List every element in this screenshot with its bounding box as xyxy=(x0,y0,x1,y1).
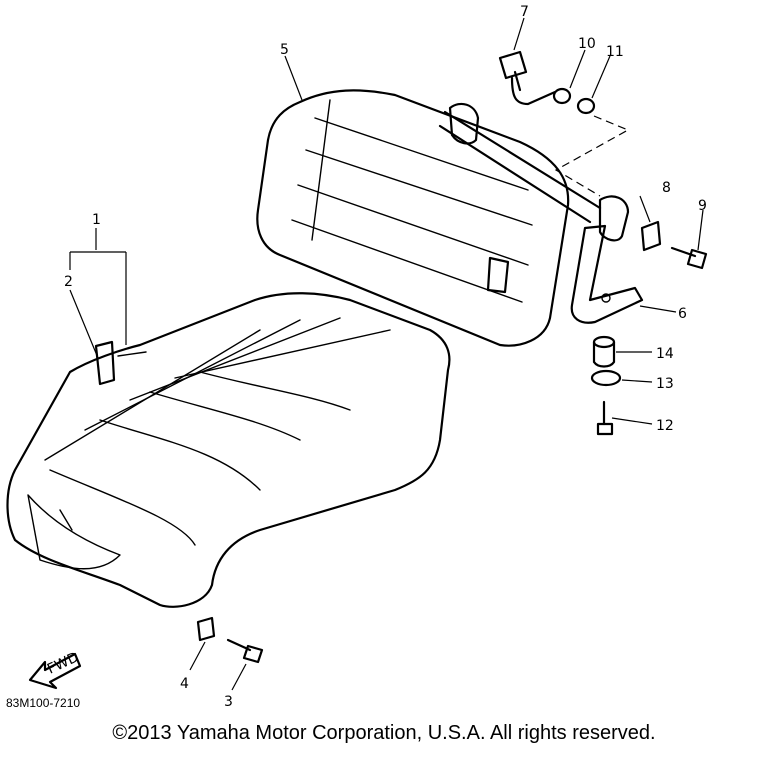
bolt-part-7 xyxy=(498,50,557,106)
spacer-part-4 xyxy=(196,616,216,642)
callout-9: 9 xyxy=(698,198,707,214)
forward-arrow-icon: FWD xyxy=(28,649,81,690)
callout-11: 11 xyxy=(606,44,624,60)
callout-2: 2 xyxy=(64,274,73,290)
bolt-part-12 xyxy=(596,400,614,436)
washer-part-13 xyxy=(590,369,622,387)
callout-4: 4 xyxy=(180,676,189,692)
copyright-notice: ©2013 Yamaha Motor Corporation, U.S.A. A… xyxy=(112,722,656,744)
callout-14: 14 xyxy=(656,346,674,362)
callout-10: 10 xyxy=(578,36,596,52)
callout-3: 3 xyxy=(224,694,233,710)
callout-12: 12 xyxy=(656,418,674,434)
callout-1: 1 xyxy=(92,212,101,228)
seat-part xyxy=(6,292,451,608)
callout-labels: 1 2 3 4 5 6 7 8 9 10 11 12 13 14 xyxy=(64,4,707,710)
backrest-part xyxy=(256,89,570,347)
callout-6: 6 xyxy=(678,306,687,322)
washer-part-11 xyxy=(576,97,596,115)
bolt-part-3 xyxy=(226,638,264,664)
callout-8: 8 xyxy=(662,180,671,196)
callout-7: 7 xyxy=(520,4,529,20)
leader-lines xyxy=(69,17,704,691)
diagram-code: 83M100-7210 xyxy=(6,696,81,710)
clip-part-8 xyxy=(640,220,662,252)
fwd-label: FWD xyxy=(45,649,81,677)
callout-13: 13 xyxy=(656,376,674,392)
callout-5: 5 xyxy=(280,42,289,58)
screw-part-9 xyxy=(670,246,708,270)
nut-part-10 xyxy=(552,87,572,105)
collar-part-14 xyxy=(592,335,616,368)
backrest-bracket-part xyxy=(438,102,644,324)
